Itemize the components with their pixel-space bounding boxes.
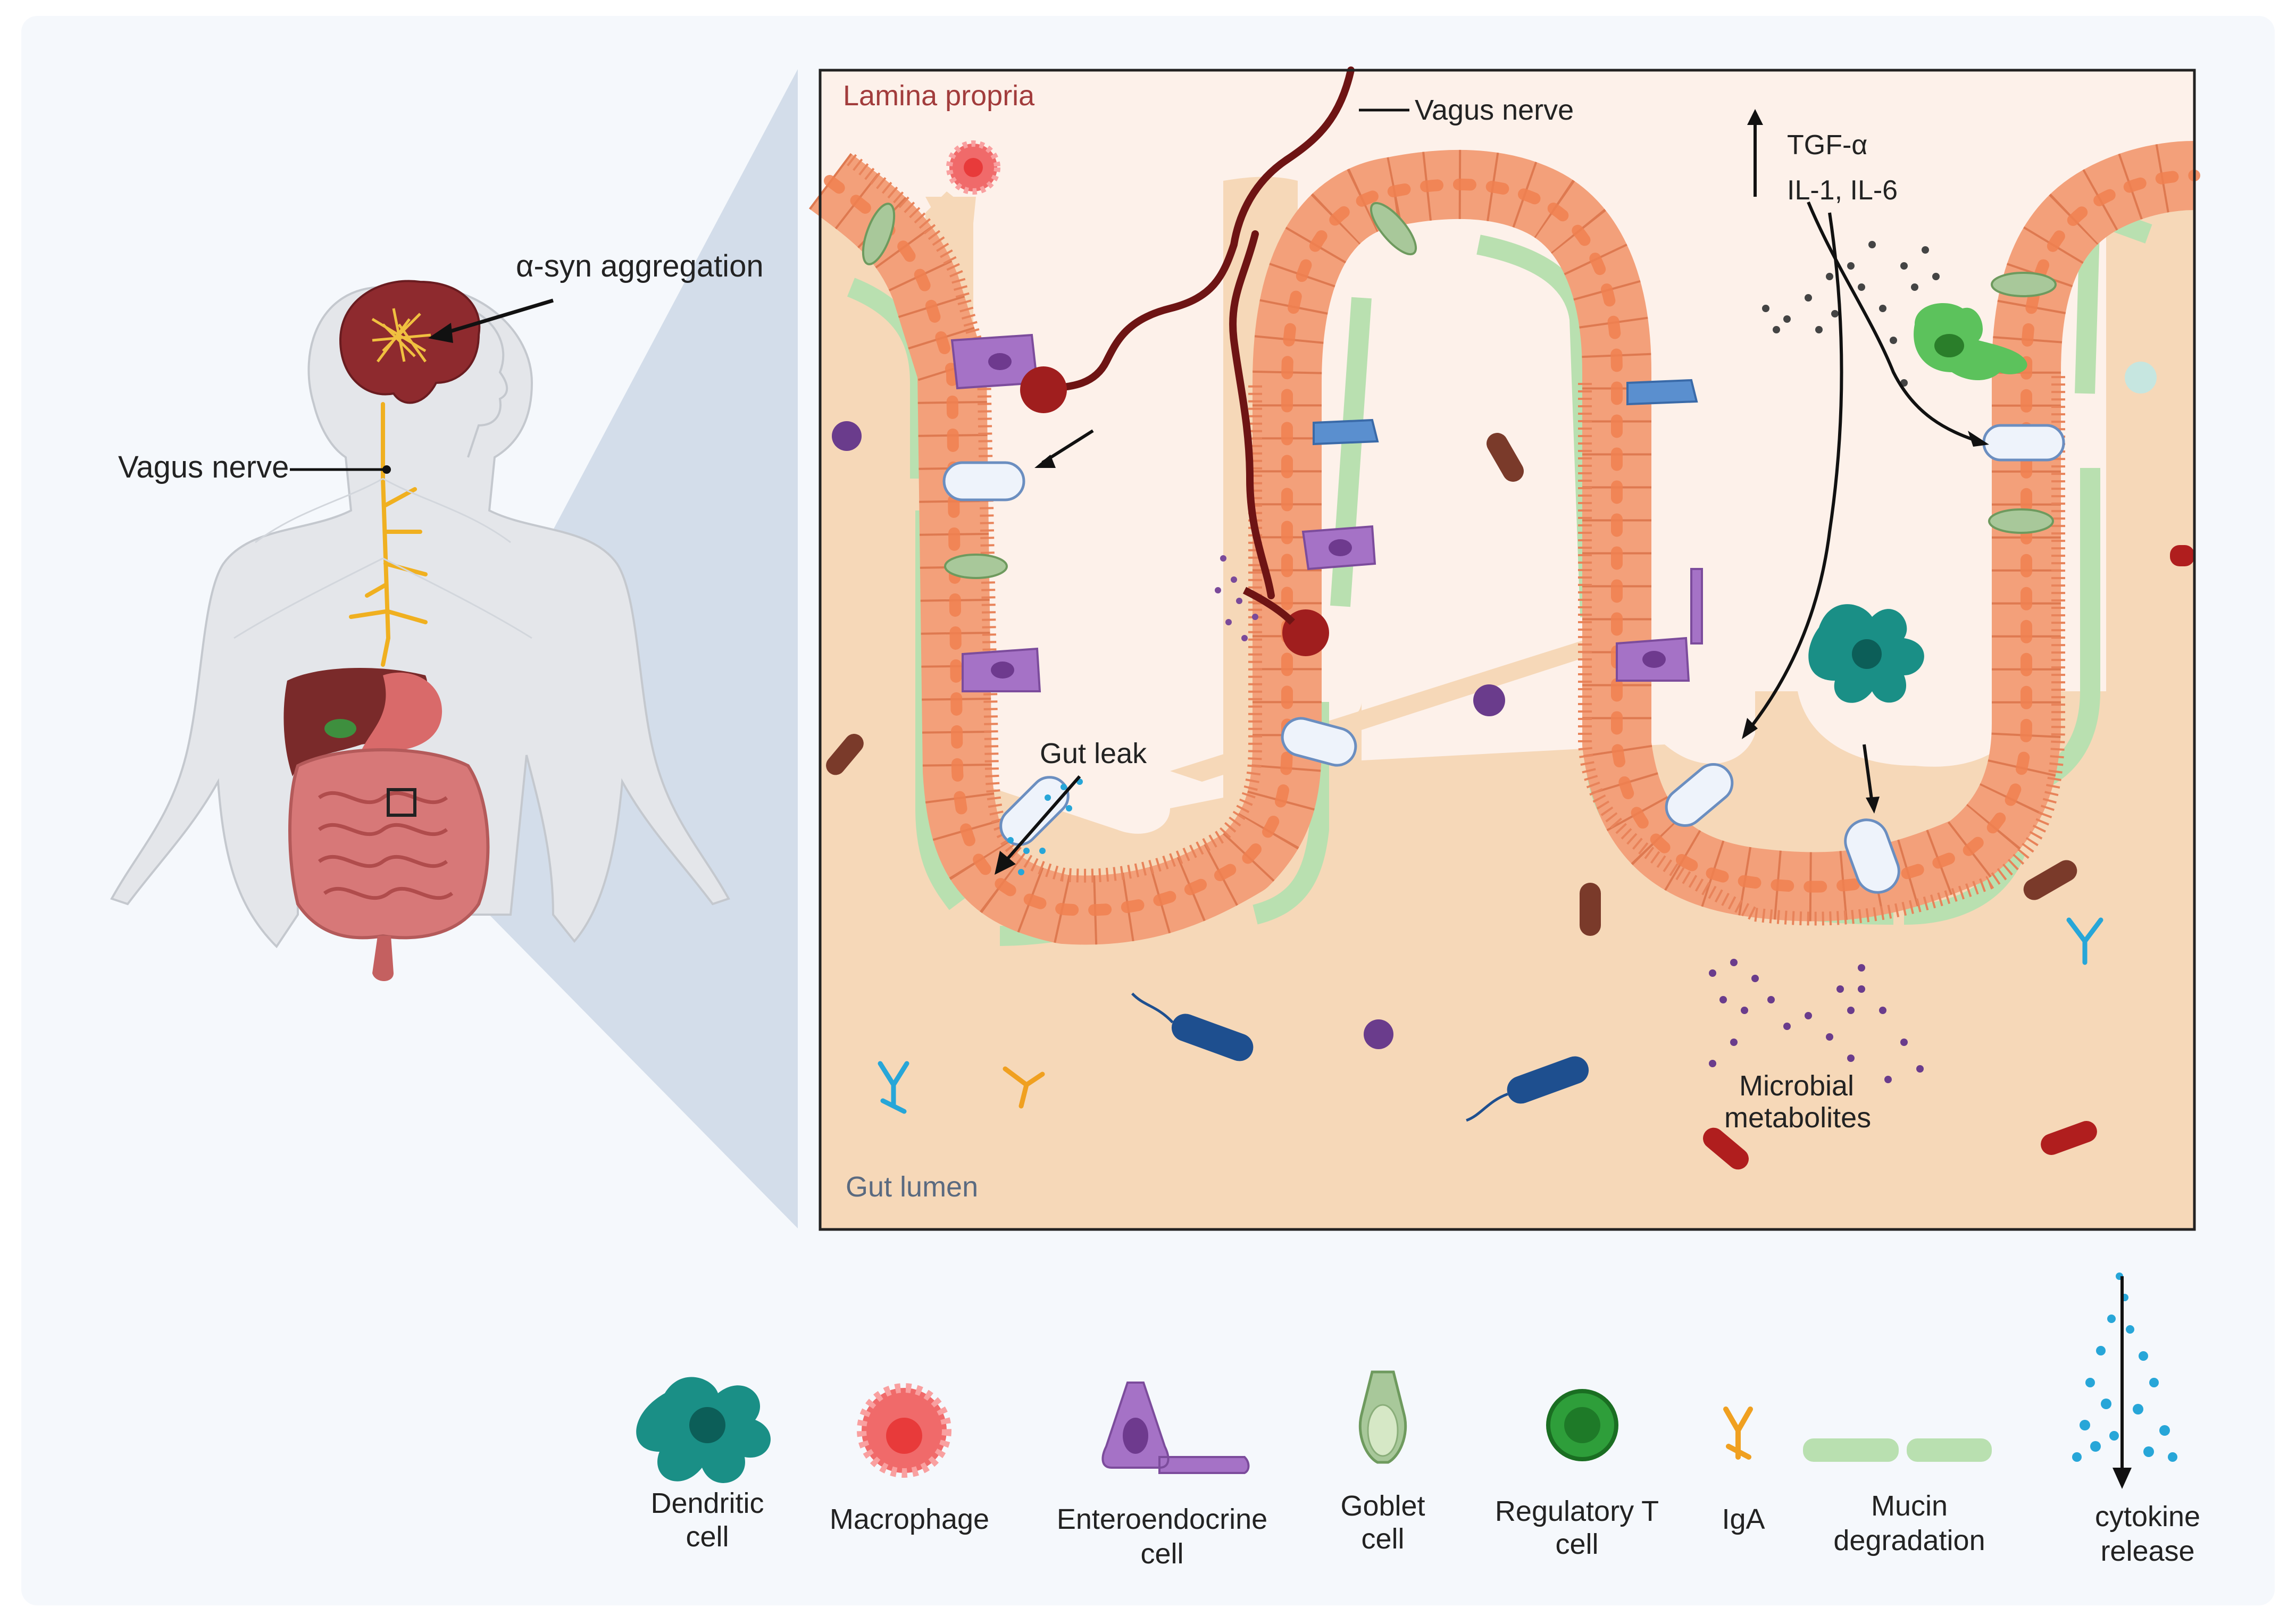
lumen-wedge-left [925, 197, 976, 277]
face-profile [467, 307, 508, 458]
gut-panel-border [819, 69, 2196, 1231]
legend-mucin-label-2: degradation [1833, 1525, 1985, 1556]
lamina-propria-label: Lamina propria [843, 80, 1035, 112]
legend-iga-label: IgA [1722, 1503, 1765, 1535]
human-body-illustration: α-syn aggregation Vagus nerve [110, 249, 764, 981]
asyn-aggregation-label: α-syn aggregation [516, 249, 764, 283]
legend-iga-icon [1723, 1407, 1753, 1460]
asyn-arrow [440, 298, 554, 336]
legend-cytokine-label-1: cytokine [2095, 1501, 2200, 1533]
bacteria [826, 433, 2194, 1170]
legend-cytokine-icon [2072, 1273, 2177, 1489]
neuron-body-center [1282, 609, 1329, 656]
intestines [288, 748, 490, 940]
gut-panel: Vagus nerve [809, 66, 2200, 1231]
tgf-alpha-label: TGF-α [1787, 130, 1867, 161]
body-silhouette [110, 286, 730, 949]
rectum [372, 936, 394, 981]
asyn-aggregate [371, 308, 431, 363]
goblet-cells [862, 202, 2057, 579]
legend-treg-label-2: cell [1555, 1528, 1598, 1560]
legend: Dendritic cell Macrophage Enteroendocrin… [636, 1273, 2200, 1570]
blue-epithelial-cells [1313, 379, 1698, 446]
legend-treg-label-1: Regulatory T [1495, 1495, 1659, 1527]
dendritic-cell-gut [1808, 604, 1924, 703]
legend-dendritic-icon [636, 1377, 771, 1483]
vagus-metabolites [1215, 555, 1258, 641]
legend-macrophage-icon [857, 1383, 951, 1478]
vagus-nerve-gut [1039, 66, 1355, 599]
legend-enteroendocrine-label-2: cell [1140, 1538, 1183, 1570]
legend-mucin-icon [1803, 1438, 1992, 1462]
stomach [362, 672, 442, 752]
legend-mucin-label-1: Mucin [1871, 1490, 1948, 1522]
legend-goblet-label-2: cell [1361, 1523, 1404, 1555]
faint-cell [2125, 362, 2157, 394]
iga-gut [878, 917, 2103, 1114]
neuron-body-left [1020, 366, 1067, 413]
gallbladder [324, 719, 356, 738]
gut-leak-label: Gut leak [1040, 738, 1147, 769]
microbial-metabolites-dots [1709, 959, 1924, 1083]
legend-cytokine-label-2: release [2100, 1535, 2194, 1567]
legend-goblet-label-1: Goblet [1340, 1490, 1425, 1522]
vagus-nerve-body-label: Vagus nerve [118, 450, 289, 484]
legend-dendritic-label-2: cell [686, 1521, 729, 1553]
legend-treg-icon [1546, 1389, 1618, 1461]
gut-leak-junction [995, 775, 1083, 875]
il-label: IL-1, IL-6 [1787, 175, 1898, 206]
tight-junctions [942, 424, 2065, 894]
legend-dendritic-label-1: Dendritic [650, 1487, 764, 1519]
legend-enteroendocrine-icon [1101, 1382, 1250, 1474]
macrophage-gut [946, 140, 1000, 195]
zoom-box [387, 788, 416, 817]
microbial-metabolites-label-2: metabolites [1724, 1102, 1871, 1134]
vagus-nerve-gut-label: Vagus nerve [1415, 94, 1574, 126]
signal-arrows [1041, 120, 1979, 803]
regulatory-t-cell-gut [1914, 303, 2027, 380]
gut-lumen-label: Gut lumen [846, 1171, 978, 1203]
legend-goblet-icon [1358, 1370, 1407, 1464]
legend-macrophage-label: Macrophage [830, 1503, 989, 1535]
epithelium [809, 141, 2200, 945]
microbial-metabolites-label-1: Microbial [1739, 1070, 1854, 1102]
legend-enteroendocrine-label-1: Enteroendocrine [1057, 1503, 1267, 1535]
purple-cells [832, 421, 1505, 1049]
